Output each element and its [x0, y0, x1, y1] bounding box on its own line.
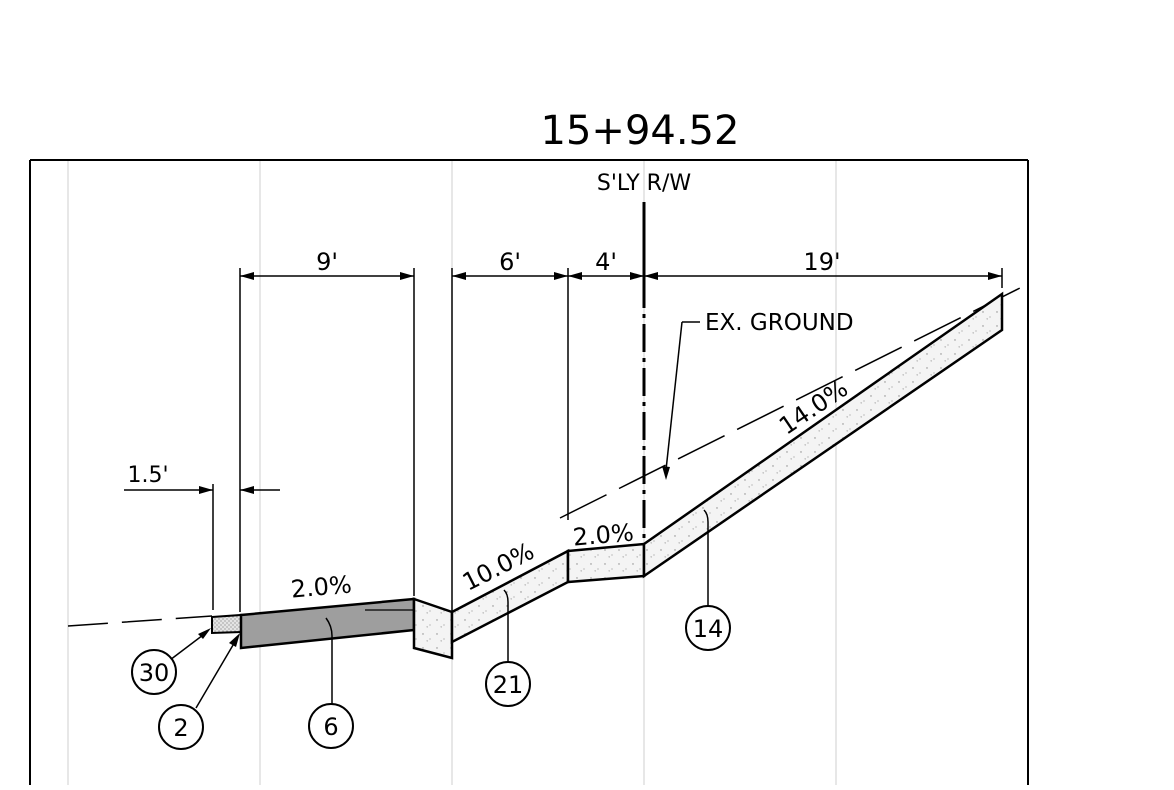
curb-block [211, 613, 242, 635]
callout-30-label: 30 [139, 659, 170, 687]
extension-lines [212, 268, 1003, 612]
dim-6ft: 6' [499, 248, 521, 276]
callout-leaders [169, 509, 709, 709]
station-title: 15+94.52 [541, 108, 740, 154]
slope-2pct-upper: 2.0% [572, 518, 635, 551]
dim-19ft: 19' [803, 248, 840, 276]
right-of-way-label: S'LY R/W [597, 171, 691, 196]
slope-paving-upper [642, 291, 1004, 579]
dim-1-5ft: 1.5' [127, 463, 168, 488]
pavement-section [239, 597, 416, 650]
dim-9ft: 9' [316, 248, 338, 276]
callout-30: 30 [131, 649, 177, 695]
callout-2: 2 [158, 704, 204, 750]
callout-6: 6 [308, 703, 354, 749]
callout-14-label: 14 [693, 615, 724, 643]
ex-ground-callout: EX. GROUND [662, 310, 854, 480]
callout-21: 21 [485, 661, 531, 707]
callout-2-label: 2 [173, 714, 188, 742]
existing-ground-line [67, 285, 1025, 627]
dimension-labels: 9' 6' 4' 19' 1.5' [127, 248, 840, 488]
callout-14: 14 [685, 605, 731, 651]
gutter-block [412, 597, 454, 660]
slope-pavement: 2.0% [290, 570, 353, 603]
ex-ground-label: EX. GROUND [705, 310, 854, 336]
callout-21-label: 21 [493, 671, 524, 699]
dim-4ft: 4' [595, 248, 617, 276]
callout-6-label: 6 [323, 713, 338, 741]
drawing-frame [29, 159, 1029, 785]
dimension-lines [124, 272, 1002, 494]
